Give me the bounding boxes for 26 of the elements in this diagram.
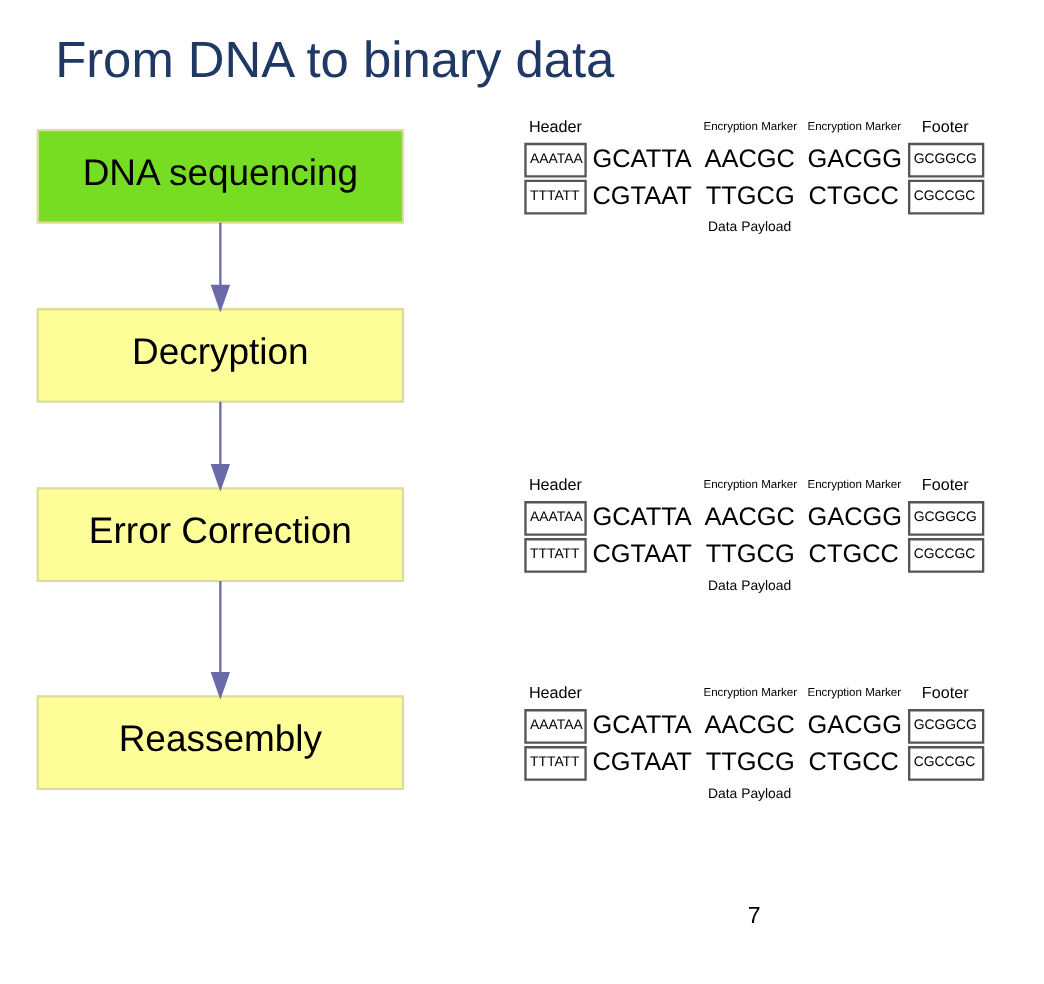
label: CGTAAT xyxy=(592,536,692,567)
label: AACGC xyxy=(704,707,795,738)
diagram-title: From DNA to binary data xyxy=(55,32,615,89)
label: CGTAAT xyxy=(592,744,692,775)
label: TTGCG xyxy=(705,536,795,567)
label: CTGCC xyxy=(808,178,899,209)
label: CTGCC xyxy=(808,744,899,775)
label: 7 xyxy=(747,903,761,928)
label: GACGG xyxy=(807,499,903,530)
label: Footer xyxy=(921,682,969,701)
label: CGTAAT xyxy=(592,178,692,209)
label: GCATTA xyxy=(592,707,692,738)
label: GCATTA xyxy=(592,141,692,172)
label: Footer xyxy=(921,116,969,135)
label: TTGCG xyxy=(705,178,795,209)
label: GACGG xyxy=(807,141,903,172)
label: Header xyxy=(528,682,582,701)
label: Header xyxy=(528,474,582,493)
label: GACGG xyxy=(807,707,903,738)
label: Footer xyxy=(921,474,969,493)
label: TTGCG xyxy=(705,744,795,775)
label: AACGC xyxy=(704,141,795,172)
label: Header xyxy=(528,116,582,135)
label: GCATTA xyxy=(592,499,692,530)
label: CTGCC xyxy=(808,536,899,567)
label: AACGC xyxy=(704,499,795,530)
